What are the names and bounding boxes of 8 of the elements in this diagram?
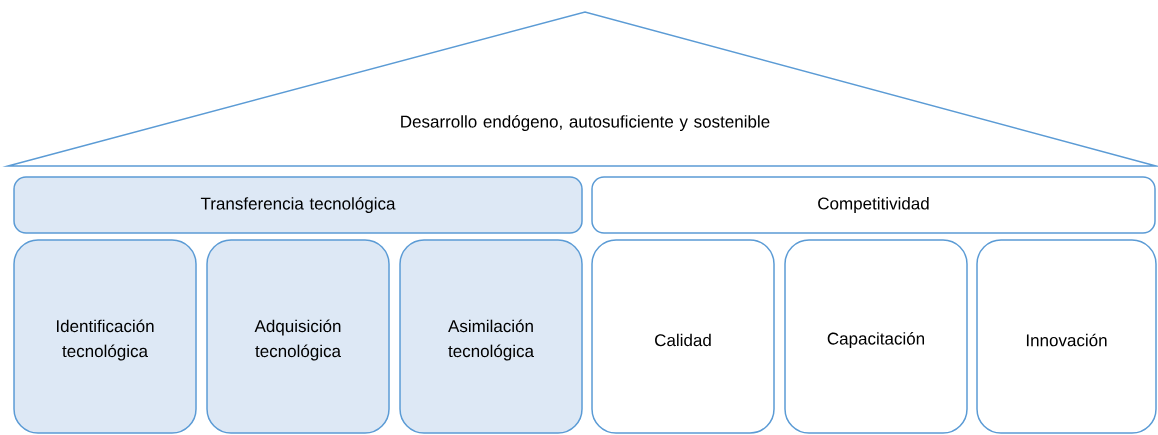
header-box: Transferencia tecnológica xyxy=(13,176,583,234)
pillar-box: Calidad xyxy=(591,239,775,434)
pillar-box: Capacitación xyxy=(784,239,968,434)
pillar-box: Identificación tecnológica xyxy=(13,239,197,434)
pillar-box: Innovación xyxy=(976,239,1157,434)
pillar-box: Adquisición tecnológica xyxy=(206,239,390,434)
header-box: Competitividad xyxy=(591,176,1156,234)
pillar-box: Asimilación tecnológica xyxy=(399,239,583,434)
